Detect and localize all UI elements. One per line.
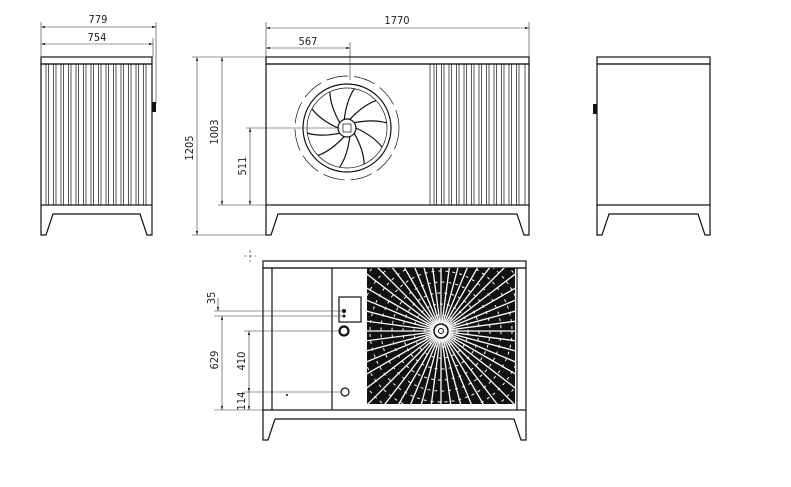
side-connector-icon <box>152 102 156 112</box>
lower-connection-icon <box>340 387 350 397</box>
dim-lower-connection: 114 <box>235 392 248 411</box>
front-fins <box>433 64 520 205</box>
upper-connection-icon <box>338 325 350 337</box>
dim-overall-width: 1770 <box>384 14 409 27</box>
dim-connection-spacing: 410 <box>235 352 248 371</box>
dim-overall-depth: 779 <box>89 13 108 26</box>
side-connector-icon <box>593 104 597 114</box>
right-side-view <box>593 56 711 236</box>
electrical-box <box>338 296 362 323</box>
front-view: 1770 567 1205 1003 511 <box>183 14 530 236</box>
side-fins <box>45 64 147 205</box>
left-side-view: 779 754 <box>40 13 157 236</box>
dim-overall-height: 1205 <box>183 135 196 160</box>
dim-spacing-35: 35 <box>205 292 218 305</box>
crosshair-icon <box>244 250 256 262</box>
dim-upper-connection: 629 <box>208 351 221 370</box>
dim-body-depth: 754 <box>88 31 107 44</box>
dim-fan-offset: 567 <box>299 35 318 48</box>
rear-view: 35 629 410 114 <box>205 250 527 441</box>
dim-fan-height: 511 <box>236 157 249 176</box>
dim-body-height: 1003 <box>208 119 221 144</box>
